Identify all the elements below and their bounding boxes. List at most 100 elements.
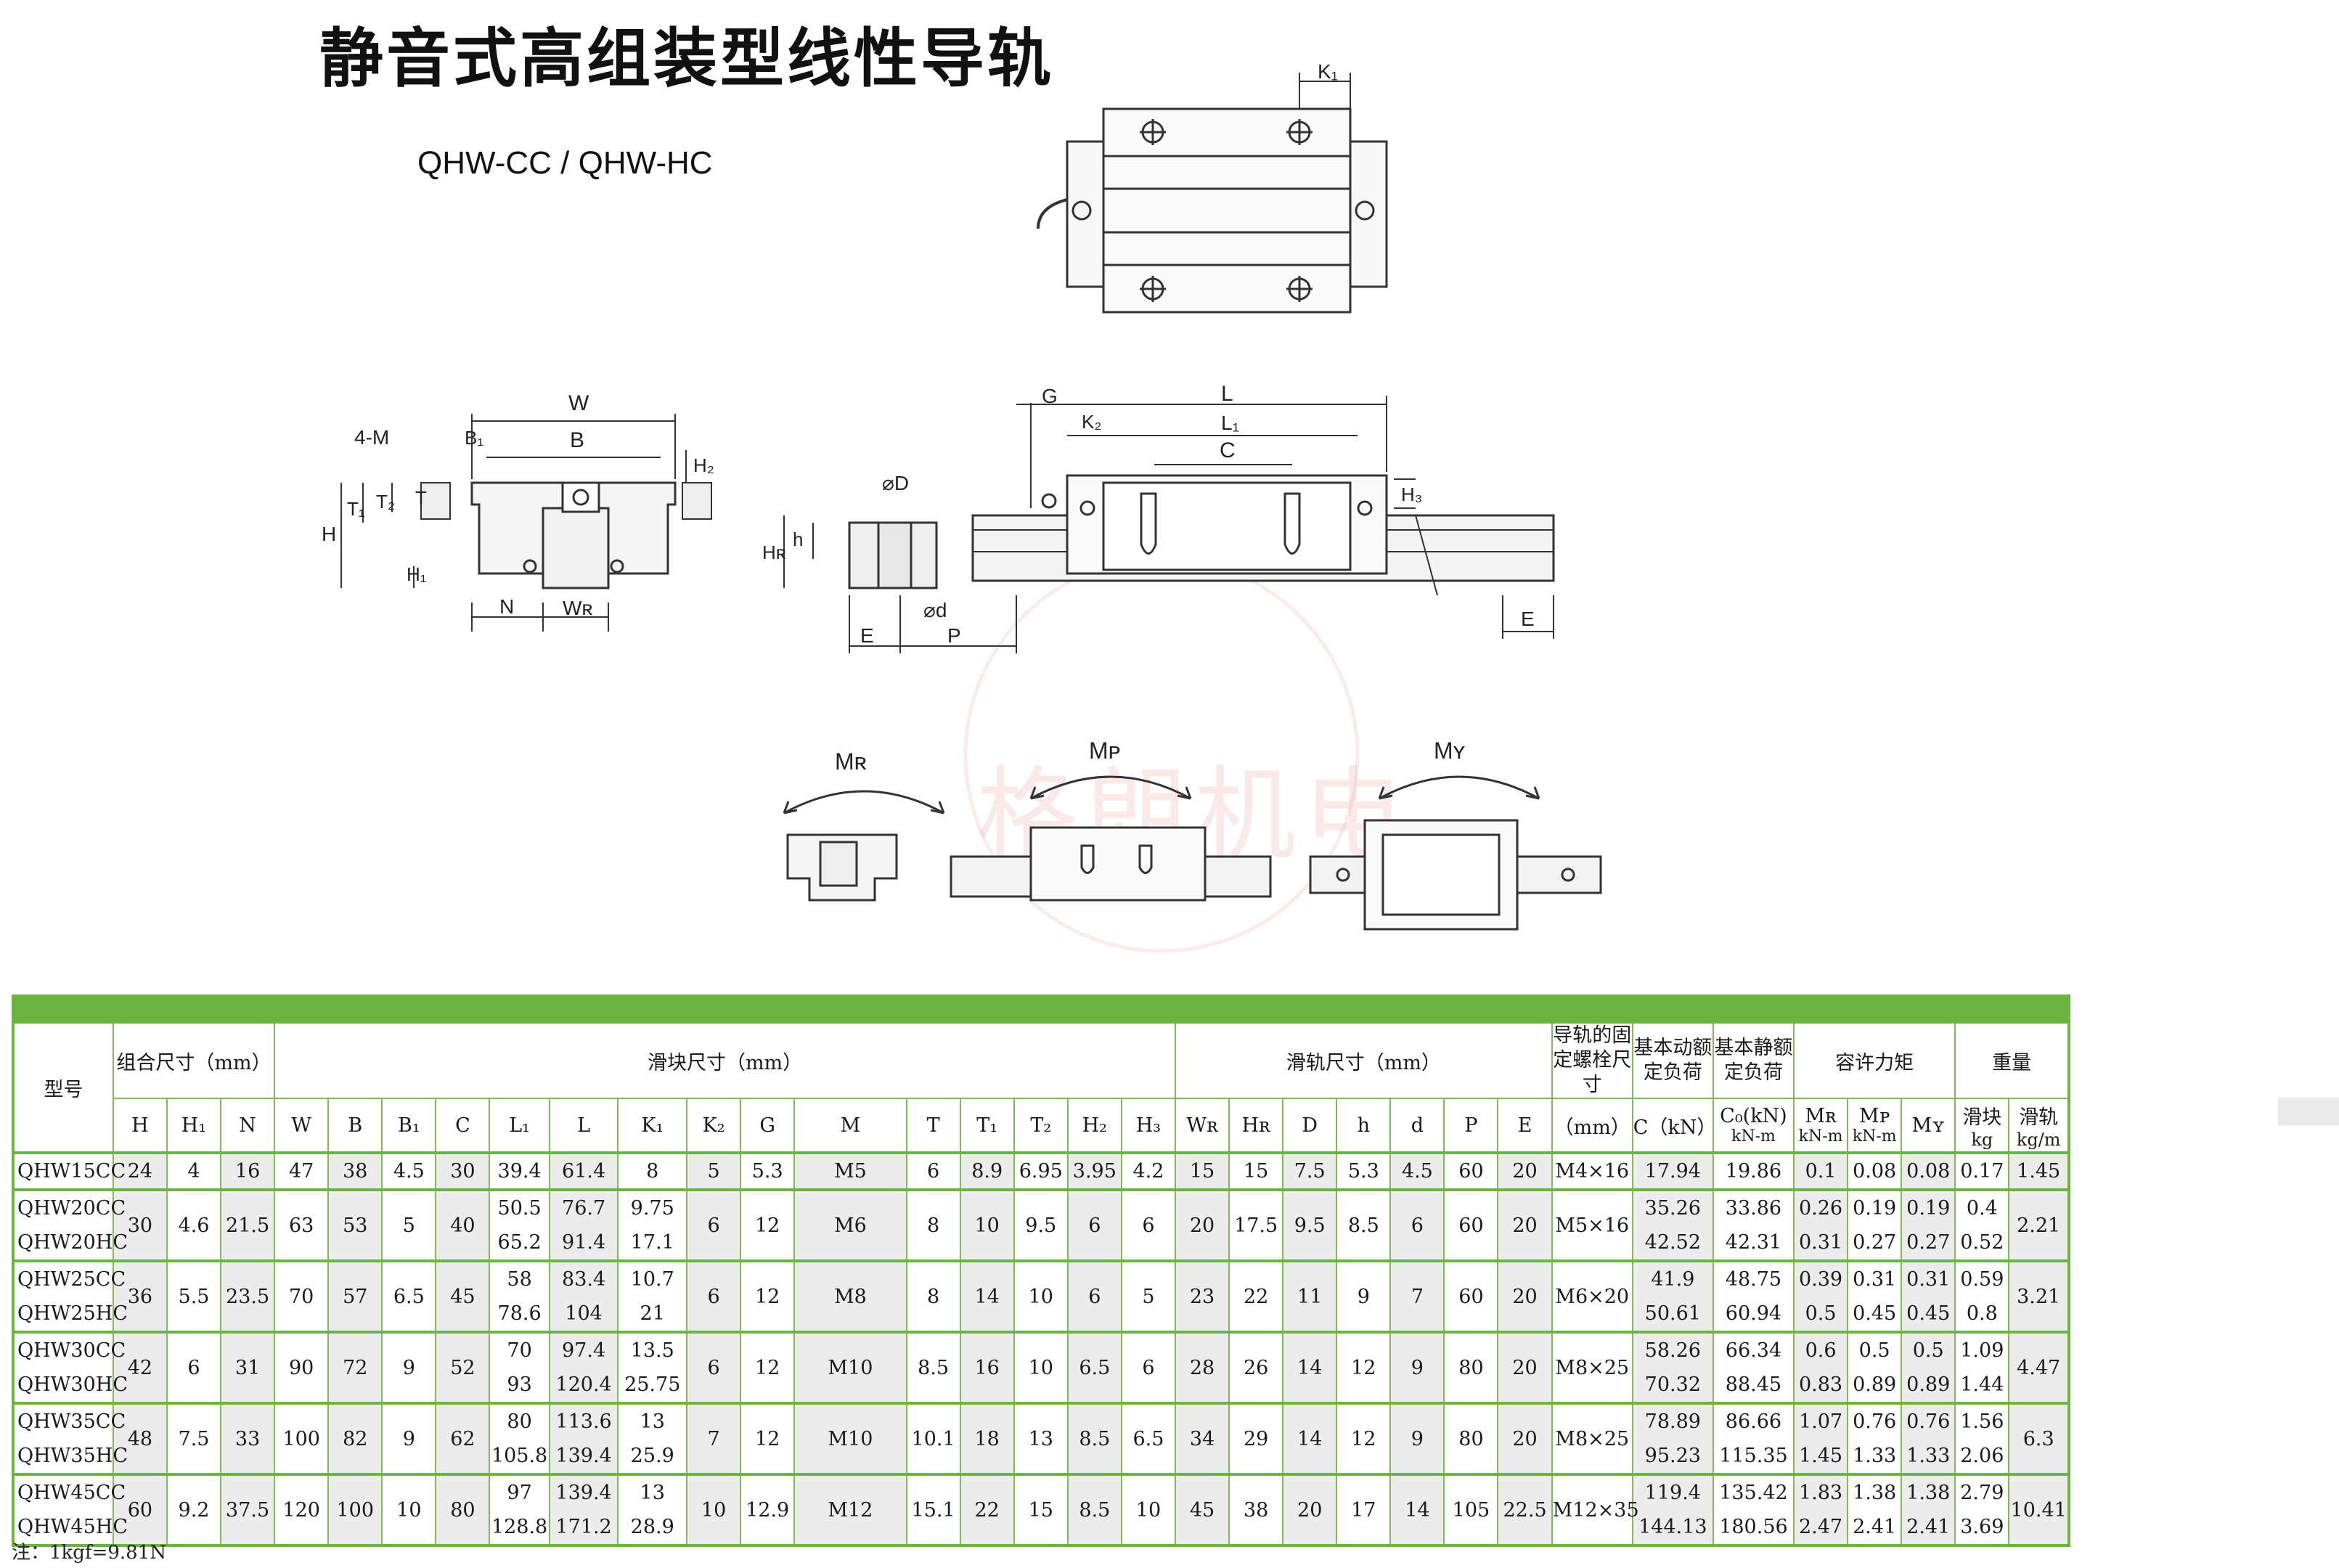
cell-h3: 6.5 [1120,1402,1177,1474]
label-my: Mʏ [1434,738,1466,764]
cell-model: QHW30CC [12,1331,126,1368]
cell-k2: 6 [686,1331,742,1403]
label-4m: 4-M [354,426,389,449]
cell-w: 120 [274,1473,330,1545]
cell-b1: 6.5 [381,1259,437,1332]
cell-my: 0.45 [1901,1297,1956,1332]
cell-block_kg: 0.8 [1954,1297,2010,1332]
cell-rail_kgm: 6.3 [2008,1402,2070,1474]
cell-my: 1.33 [1901,1439,1956,1474]
label-t2: T₂ [376,491,395,513]
cell-my: 0.76 [1901,1402,1956,1439]
moment-my-drawing [1309,775,1602,931]
table-header-bar [12,995,2070,1021]
label-e-right: E [1521,608,1535,630]
cell-hr: 38 [1228,1473,1284,1545]
cell-block_kg: 2.06 [1954,1439,2010,1474]
cell-d: 20 [1282,1473,1338,1545]
cell-p: 80 [1443,1402,1499,1474]
cell-l1: 39.4 [489,1151,550,1190]
label-w: W [568,391,589,415]
moment-mr-drawing [783,790,945,902]
label-phi-small-d: ⌀d [923,599,947,621]
subheader-cell: Mʏ [1901,1098,1956,1153]
label-phi-big-d: ⌀D [882,472,909,494]
cell-b1: 5 [381,1188,437,1261]
cell-b: 57 [327,1259,383,1332]
subheader-cell: B₁ [381,1098,437,1153]
subheader-cell: Wʀ [1175,1098,1230,1153]
cell-w: 90 [274,1331,330,1403]
cell-l1: 50.5 [489,1188,550,1225]
cell-h2: 6 [1066,1188,1122,1261]
cell-h: 17 [1336,1473,1392,1545]
spec-table-container: 型号 组合尺寸（mm） 滑块尺寸（mm） 滑轨尺寸（mm） 导轨的固定螺栓尺寸 … [12,995,2070,1547]
subheader-cell: H₁ [166,1098,222,1153]
moment-symbol: Mʀ [1805,1105,1837,1127]
cell-d: 7 [1389,1259,1445,1332]
cell-h1: 5.5 [166,1259,222,1332]
cell-m: M12 [793,1473,907,1545]
cell-bolt: M8×25 [1551,1402,1633,1474]
cell-k1: 10.7 [617,1259,688,1297]
cell-h: 60 [112,1473,168,1545]
cell-d: 6 [1389,1188,1445,1261]
cell-k2: 6 [686,1188,742,1261]
subheader-cell: H₂ [1066,1098,1122,1153]
cell-t: 8 [905,1259,961,1332]
cell-b: 72 [327,1331,383,1403]
footnote: 注：1kgf=9.81N [12,1542,166,1564]
cell-d: 11 [1282,1259,1338,1332]
label-wr: Wʀ [563,597,593,619]
cell-t: 15.1 [905,1473,961,1545]
label-k2: K₂ [1082,411,1101,433]
cell-mr: 0.83 [1793,1368,1849,1403]
cell-mp: 0.31 [1847,1259,1903,1297]
cell-h1: 6 [166,1331,222,1403]
subheader-cell: M [793,1098,907,1153]
cell-h3: 10 [1120,1473,1177,1545]
cell-cd: 95.23 [1631,1439,1714,1474]
cell-c: 88.45 [1712,1368,1795,1403]
cell-h1: 4.6 [166,1188,222,1261]
cell-k1: 17.1 [617,1225,688,1261]
cell-h1: 7.5 [166,1402,222,1474]
end-view-drawing [340,414,712,632]
cell-e: 20 [1497,1402,1553,1474]
cell-hr: 15 [1228,1151,1284,1190]
cell-b1: 9 [381,1402,437,1474]
cell-t1: 10 [959,1188,1015,1261]
subheader-cell: K₂ [686,1098,742,1153]
cell-t: 8.5 [905,1331,961,1403]
cell-h: 9 [1336,1259,1392,1332]
cell-h: 5.3 [1336,1151,1392,1190]
cell-b1: 9 [381,1331,437,1403]
cell-rail_kgm: 4.47 [2008,1331,2070,1403]
weight-subheader: 滑轨 [2019,1106,2059,1129]
cell-l1: 105.8 [489,1439,550,1474]
cell-l1: 93 [489,1368,550,1403]
cell-l1: 58 [489,1259,550,1297]
subheader-cell: h [1336,1098,1392,1153]
cell-h2: 8.5 [1066,1473,1122,1545]
cell-d: 9 [1389,1402,1445,1474]
cell-mr: 0.26 [1793,1188,1849,1225]
cell-d: 14 [1282,1402,1338,1474]
cell-k1: 28.9 [617,1510,688,1545]
cell-k2: 6 [686,1259,742,1332]
cell-bolt: M6×20 [1551,1259,1633,1332]
cell-t2: 9.5 [1013,1188,1069,1261]
cell-k1: 25.9 [617,1439,688,1474]
subheader-cell: H₃ [1120,1098,1177,1153]
cell-bolt: M4×16 [1551,1151,1633,1190]
cell-k2: 10 [686,1473,742,1545]
cell-cc: 30 [435,1151,491,1190]
cell-g: 12.9 [740,1473,796,1545]
cell-hr: 26 [1228,1331,1284,1403]
cell-rail_kgm: 1.45 [2008,1151,2070,1190]
cell-g: 12 [740,1331,796,1403]
cell-p: 105 [1443,1473,1499,1545]
